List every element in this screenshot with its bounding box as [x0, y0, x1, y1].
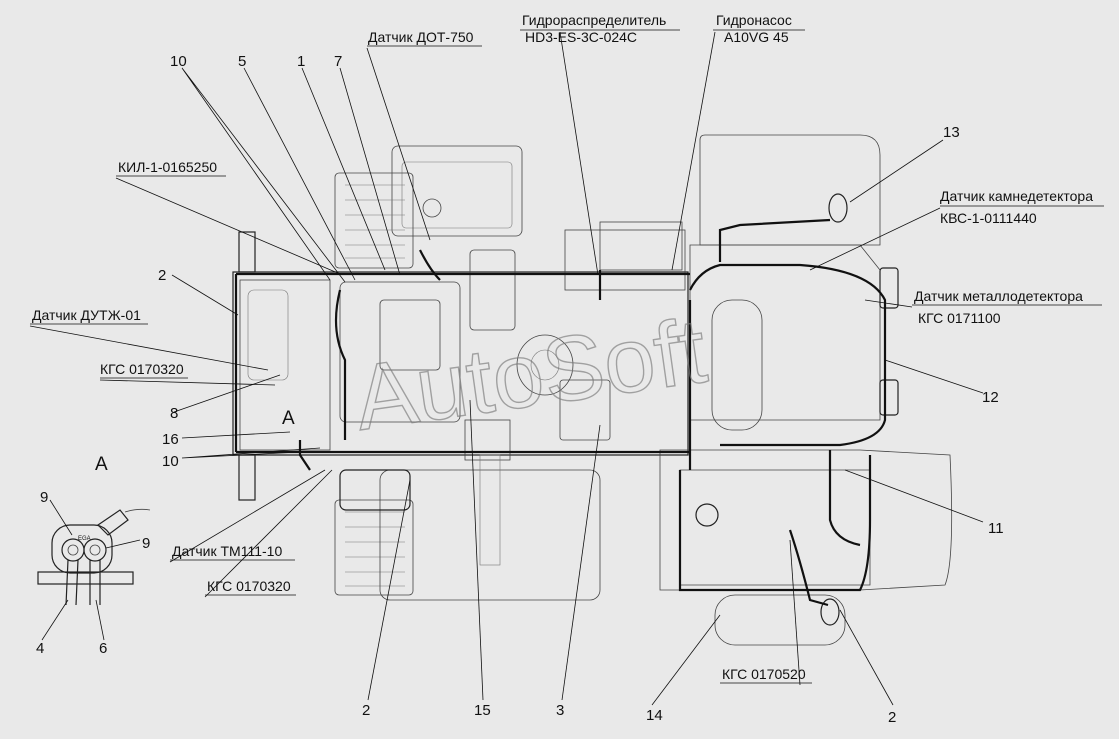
callout-14: 14 — [646, 707, 663, 724]
view-mark-a-main: A — [282, 408, 295, 429]
label-kgs-upper: КГС 0170320 — [100, 361, 184, 377]
callout-5: 5 — [238, 53, 246, 70]
callout-1: 1 — [297, 53, 305, 70]
label-kgs-lower: КГС 0170320 — [207, 578, 291, 594]
callout-12: 12 — [982, 389, 999, 406]
callout-6: 6 — [99, 640, 107, 657]
label-hydrodistributor-model: HD3-ES-3C-024C — [525, 29, 637, 45]
detail-view-a: ЕGA — [37, 508, 151, 606]
label-stone-detector: Датчик камнедетектора — [940, 188, 1093, 204]
callout-9-top: 9 — [40, 489, 48, 506]
label-dot750: Датчик ДОТ-750 — [368, 29, 474, 45]
label-kil: КИЛ-1-0165250 — [118, 159, 217, 175]
callout-4: 4 — [36, 640, 44, 657]
callout-15: 15 — [474, 702, 491, 719]
view-mark-a-detail: A — [95, 454, 108, 475]
label-hydropump: Гидронасос — [716, 12, 792, 28]
callout-8: 8 — [170, 405, 178, 422]
callout-7: 7 — [334, 53, 342, 70]
wiring-harness — [234, 218, 887, 607]
callout-10-top: 10 — [170, 53, 187, 70]
label-metal-detector: Датчик металлодетектора — [914, 288, 1083, 304]
detail-ega-marking: ЕGA — [78, 536, 91, 542]
label-stone-detector-model: КВС-1-0111440 — [940, 210, 1037, 226]
callout-2-left: 2 — [158, 267, 166, 284]
label-underlines — [30, 29, 1104, 684]
callout-10-left: 10 — [162, 453, 179, 470]
label-tm111: Датчик ТМ111-10 — [172, 543, 282, 559]
callout-numbers: 10 5 1 7 13 2 12 8 16 10 11 2 15 3 14 2 … — [36, 53, 1004, 726]
label-hydropump-model: A10VG 45 — [724, 29, 789, 45]
callout-13: 13 — [943, 124, 960, 141]
callout-2-right: 2 — [888, 709, 896, 726]
watermark: AutoSoft — [349, 300, 713, 450]
component-labels: Датчик ДОТ-750 Гидрораспределитель HD3-E… — [32, 12, 1093, 682]
callout-11: 11 — [988, 520, 1004, 537]
label-hydrodistributor: Гидрораспределитель — [522, 12, 666, 28]
callout-16: 16 — [162, 431, 179, 448]
callout-9-right: 9 — [142, 535, 150, 552]
view-marks: A A — [95, 408, 295, 475]
label-metal-detector-model: КГС 0171100 — [918, 310, 1001, 326]
callout-2-bottom: 2 — [362, 702, 370, 719]
label-kgs-0520: КГС 0170520 — [722, 666, 806, 682]
callout-3: 3 — [556, 702, 564, 719]
label-dutzh: Датчик ДУТЖ-01 — [32, 307, 141, 323]
leader-lines — [29, 31, 984, 706]
